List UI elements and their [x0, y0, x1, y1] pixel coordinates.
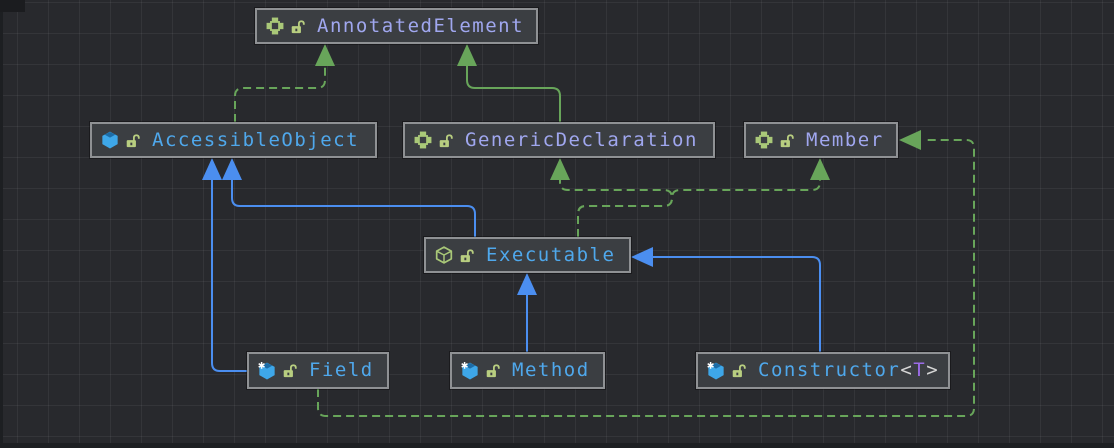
- node-label-member: Member: [806, 128, 884, 151]
- node-label-accessibleobject: AccessibleObject: [152, 128, 360, 151]
- arrowhead-executable-implements-member: [810, 158, 830, 180]
- unlocked-padlock-icon: [438, 133, 453, 148]
- canvas-corner: [0, 0, 25, 12]
- unlocked-padlock-icon: [282, 363, 297, 378]
- arrowhead-method-extends-executable: [517, 273, 537, 295]
- node-field[interactable]: Field: [247, 352, 389, 389]
- edge-accessibleobject-implements-annotatedelement[interactable]: [234, 66, 326, 122]
- node-genericdeclaration[interactable]: GenericDeclaration: [403, 122, 715, 158]
- node-constructor[interactable]: Constructor<T>: [696, 352, 950, 389]
- unlocked-padlock-icon: [125, 133, 140, 148]
- node-label-constructor: Constructor<T>: [758, 361, 939, 380]
- node-label-part: AnnotatedElement: [317, 14, 525, 37]
- edge-field-extends-accessibleobject[interactable]: [211, 180, 247, 372]
- arrowhead-genericdeclaration-extends-annotatedelement: [457, 44, 477, 66]
- arrowhead-executable-extends-accessibleobject: [222, 158, 242, 180]
- unlocked-padlock-icon: [731, 363, 746, 378]
- node-accessibleobject[interactable]: AccessibleObject: [90, 122, 377, 158]
- arrowhead-field-implements-member: [899, 130, 921, 150]
- node-label-part: T: [913, 359, 927, 381]
- node-label-genericdeclaration: GenericDeclaration: [465, 128, 698, 151]
- node-member[interactable]: Member: [744, 122, 898, 158]
- arrowhead-executable-implements-genericdeclaration: [550, 158, 570, 180]
- arrowhead-field-extends-accessibleobject: [202, 158, 222, 180]
- node-label-field: Field: [309, 361, 374, 380]
- final-class-icon: [258, 361, 276, 380]
- unlocked-padlock-icon: [290, 19, 305, 34]
- unlocked-padlock-icon: [485, 363, 500, 378]
- node-label-part: Field: [309, 359, 374, 381]
- node-annotatedelement[interactable]: AnnotatedElement: [255, 8, 538, 44]
- node-label-part: AccessibleObject: [152, 128, 360, 151]
- unlocked-padlock-icon: [459, 248, 474, 263]
- node-label-part: Member: [806, 128, 884, 151]
- node-label-part: >: [926, 359, 940, 381]
- node-method[interactable]: Method: [450, 352, 605, 389]
- abstract-class-icon: [435, 246, 453, 264]
- node-label-part: Constructor: [758, 359, 901, 381]
- canvas-edge-left: [0, 0, 3, 448]
- node-label-method: Method: [512, 361, 590, 380]
- node-executable[interactable]: Executable: [424, 237, 631, 273]
- node-label-part: Method: [512, 359, 590, 381]
- edge-field-implements-member[interactable]: [317, 139, 975, 417]
- edge-constructor-extends-executable[interactable]: [653, 256, 821, 352]
- unlocked-padlock-icon: [779, 133, 794, 148]
- node-label-part: <: [900, 359, 914, 381]
- node-label-executable: Executable: [486, 243, 616, 266]
- final-class-icon: [461, 361, 479, 380]
- edge-genericdeclaration-extends-annotatedelement[interactable]: [466, 66, 561, 122]
- interface-icon: [755, 131, 773, 149]
- arrowhead-accessibleobject-implements-annotatedelement: [315, 44, 335, 66]
- final-class-icon: [707, 361, 725, 380]
- canvas-edge-bottom: [0, 443, 1114, 448]
- interface-icon: [266, 17, 284, 35]
- node-label-part: Executable: [486, 243, 616, 266]
- node-label-annotatedelement: AnnotatedElement: [317, 14, 525, 37]
- arrowhead-constructor-extends-executable: [631, 247, 653, 267]
- edge-executable-extends-accessibleobject[interactable]: [231, 180, 476, 237]
- class-icon: [101, 131, 119, 149]
- interface-icon: [414, 131, 432, 149]
- node-label-part: GenericDeclaration: [465, 128, 698, 151]
- edge-executable-implements-genericdeclaration[interactable]: [559, 180, 674, 237]
- edge-executable-implements-member[interactable]: [577, 180, 821, 237]
